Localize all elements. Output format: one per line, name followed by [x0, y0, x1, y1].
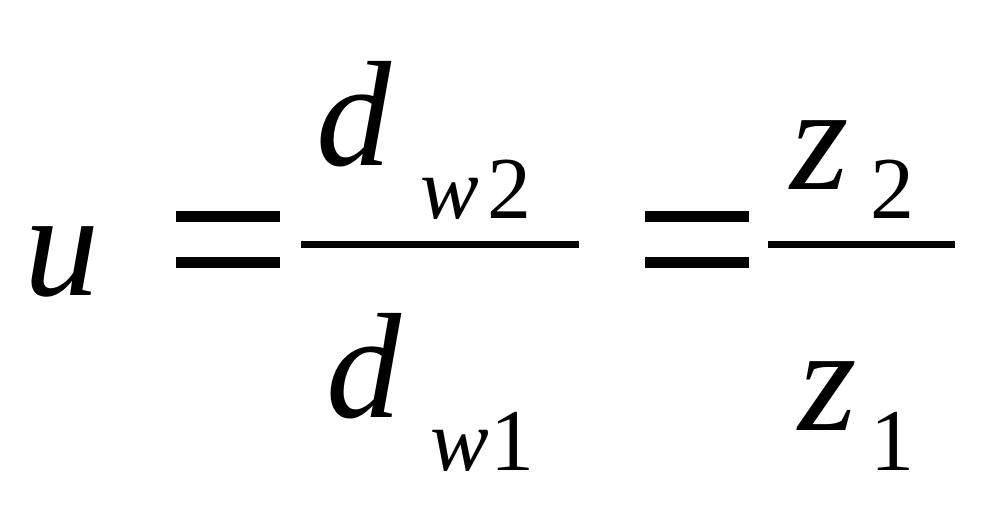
denominator-subscript-1: 1	[490, 393, 534, 490]
denominator-subscript-1: 1	[870, 393, 914, 490]
equals-bar-top	[645, 211, 749, 222]
numerator-subscript-w: w	[420, 141, 479, 238]
denominator-subscript-w: w	[430, 393, 489, 490]
numerator-subscript-2: 2	[487, 141, 531, 238]
fraction1-bar	[301, 241, 579, 248]
numerator-d: d	[316, 32, 391, 198]
variable-u: u	[24, 162, 99, 328]
denominator-z: z	[798, 297, 857, 463]
equals-bar-bottom	[645, 257, 749, 268]
denominator-d: d	[326, 284, 401, 450]
equals-bar-bottom	[176, 257, 280, 268]
equals-bar-top	[176, 211, 280, 222]
numerator-z: z	[790, 56, 849, 222]
numerator-subscript-2: 2	[870, 141, 914, 238]
fraction2-bar	[768, 241, 955, 248]
